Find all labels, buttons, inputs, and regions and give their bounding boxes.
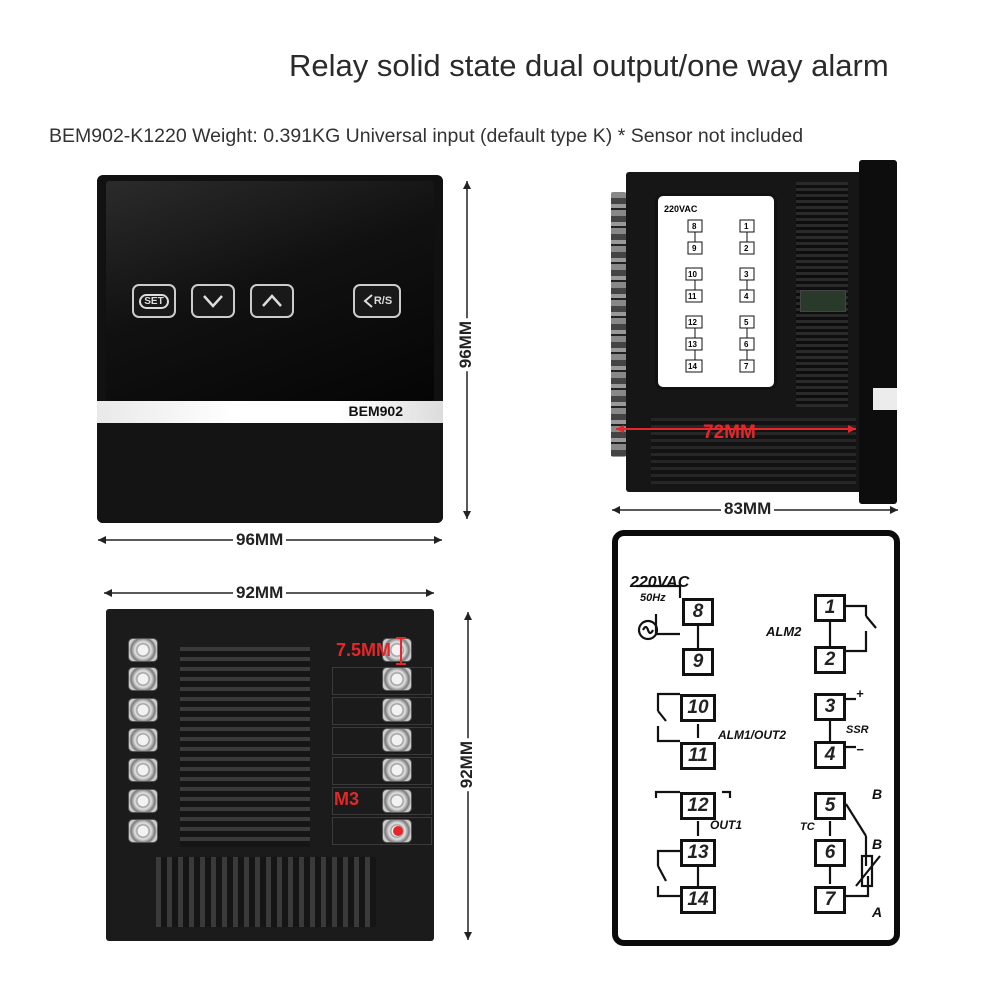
side-depth-dimension (616, 425, 856, 433)
terminal-screw (128, 667, 158, 691)
terminal-screw (128, 789, 158, 813)
svg-text:3: 3 (744, 270, 749, 279)
terminal-7: 7 (814, 886, 846, 914)
terminal-screw (382, 698, 412, 722)
terminal-screw (382, 667, 412, 691)
svg-text:2: 2 (744, 244, 749, 253)
terminal-11: 11 (680, 742, 716, 770)
terminal-screw (382, 758, 412, 782)
rtd-b1-label: B (872, 786, 883, 802)
alm2-label: ALM2 (766, 624, 802, 639)
ssr-label: SSR (846, 724, 869, 736)
back-vent-lower (156, 857, 376, 927)
back-panel: 7.5MM M3 (106, 609, 434, 941)
svg-text:12: 12 (688, 318, 697, 327)
svg-text:6: 6 (744, 340, 749, 349)
model-label: BEM902 (348, 403, 403, 419)
terminal-2: 2 (814, 646, 846, 674)
terminal-3: 3 (814, 693, 846, 721)
svg-text:11: 11 (688, 292, 697, 301)
svg-text:4: 4 (744, 292, 749, 301)
power-label: 220VAC (630, 574, 690, 591)
svg-text:8: 8 (692, 222, 697, 231)
tc-label: TC (800, 821, 815, 833)
terminal-screw (128, 698, 158, 722)
terminal-screw (128, 819, 158, 843)
terminal-10: 10 (680, 694, 716, 722)
terminal-screw (382, 789, 412, 813)
mini-wiring-diagram: 220VAC 8 9 10 11 12 13 14 1 2 3 4 5 6 7 (664, 204, 755, 373)
back-height-label: 92MM (457, 738, 477, 792)
ssr-minus-label: − (856, 742, 864, 757)
svg-text:10: 10 (688, 270, 697, 279)
page-subtitle: BEM902-K1220 Weight: 0.391KG Universal i… (49, 125, 804, 147)
terminal-6: 6 (814, 839, 846, 867)
wiring-diagram: 220VAC 50Hz ALM2 ALM1/OUT2 OUT1 SSR TC B… (612, 530, 900, 946)
wiring-lines (636, 584, 881, 898)
out1-label: OUT1 (710, 818, 743, 832)
set-button-label: SET (139, 293, 169, 309)
chevron-left-icon (363, 294, 373, 308)
rtd-b2-label: B (872, 836, 883, 852)
front-height-label: 96MM (456, 318, 476, 372)
svg-text:14: 14 (688, 362, 697, 371)
chevron-down-icon (203, 295, 223, 308)
terminal-screw (128, 758, 158, 782)
svg-text:220VAC: 220VAC (664, 204, 698, 214)
terminal-9: 9 (682, 648, 714, 676)
side-terminals (611, 192, 626, 457)
page-title: Relay solid state dual output/one way al… (289, 48, 889, 83)
pitch-label: 7.5MM (336, 640, 392, 660)
chevron-up-icon (262, 294, 282, 307)
rs-button[interactable]: R/S (353, 284, 401, 318)
terminal-4: 4 (814, 741, 846, 769)
keypad (97, 423, 443, 523)
side-sticker (800, 290, 846, 312)
side-depth-label: 72MM (703, 422, 756, 443)
set-button[interactable]: SET (132, 284, 176, 318)
svg-text:5: 5 (744, 318, 749, 327)
front-width-label: 96MM (233, 530, 287, 550)
back-vent-upper (180, 647, 310, 847)
terminal-1: 1 (814, 594, 846, 622)
model-strip (97, 401, 443, 423)
pitch-dimension (396, 637, 406, 665)
terminal-screw (128, 728, 158, 752)
back-width-label: 92MM (233, 583, 287, 603)
terminal-14: 14 (680, 886, 716, 914)
terminal-8: 8 (682, 598, 714, 626)
ssr-plus-label: + (856, 686, 864, 701)
frequency-label: 50Hz (640, 592, 666, 604)
rs-button-label: R/S (373, 295, 393, 307)
side-total-label: 83MM (721, 499, 775, 519)
svg-text:9: 9 (692, 244, 697, 253)
alm1-out2-label: ALM1/OUT2 (718, 728, 787, 742)
terminal-5: 5 (814, 792, 846, 820)
svg-text:1: 1 (744, 222, 749, 231)
terminal-13: 13 (680, 839, 716, 867)
screw-marker (393, 826, 403, 836)
up-button[interactable] (250, 284, 294, 318)
down-button[interactable] (191, 284, 235, 318)
terminal-12: 12 (680, 792, 716, 820)
terminal-screw (382, 819, 412, 843)
screw-size-label: M3 (334, 789, 360, 809)
side-wiring-label: 220VAC 8 9 10 11 12 13 14 1 2 3 4 5 6 7 (655, 193, 777, 390)
front-panel: BEM902 (97, 175, 443, 523)
terminal-screw (128, 638, 158, 662)
rtd-a-label: A (872, 904, 883, 920)
svg-text:7: 7 (744, 362, 749, 371)
side-front-bezel (859, 160, 897, 504)
terminal-screw (382, 728, 412, 752)
svg-text:13: 13 (688, 340, 697, 349)
